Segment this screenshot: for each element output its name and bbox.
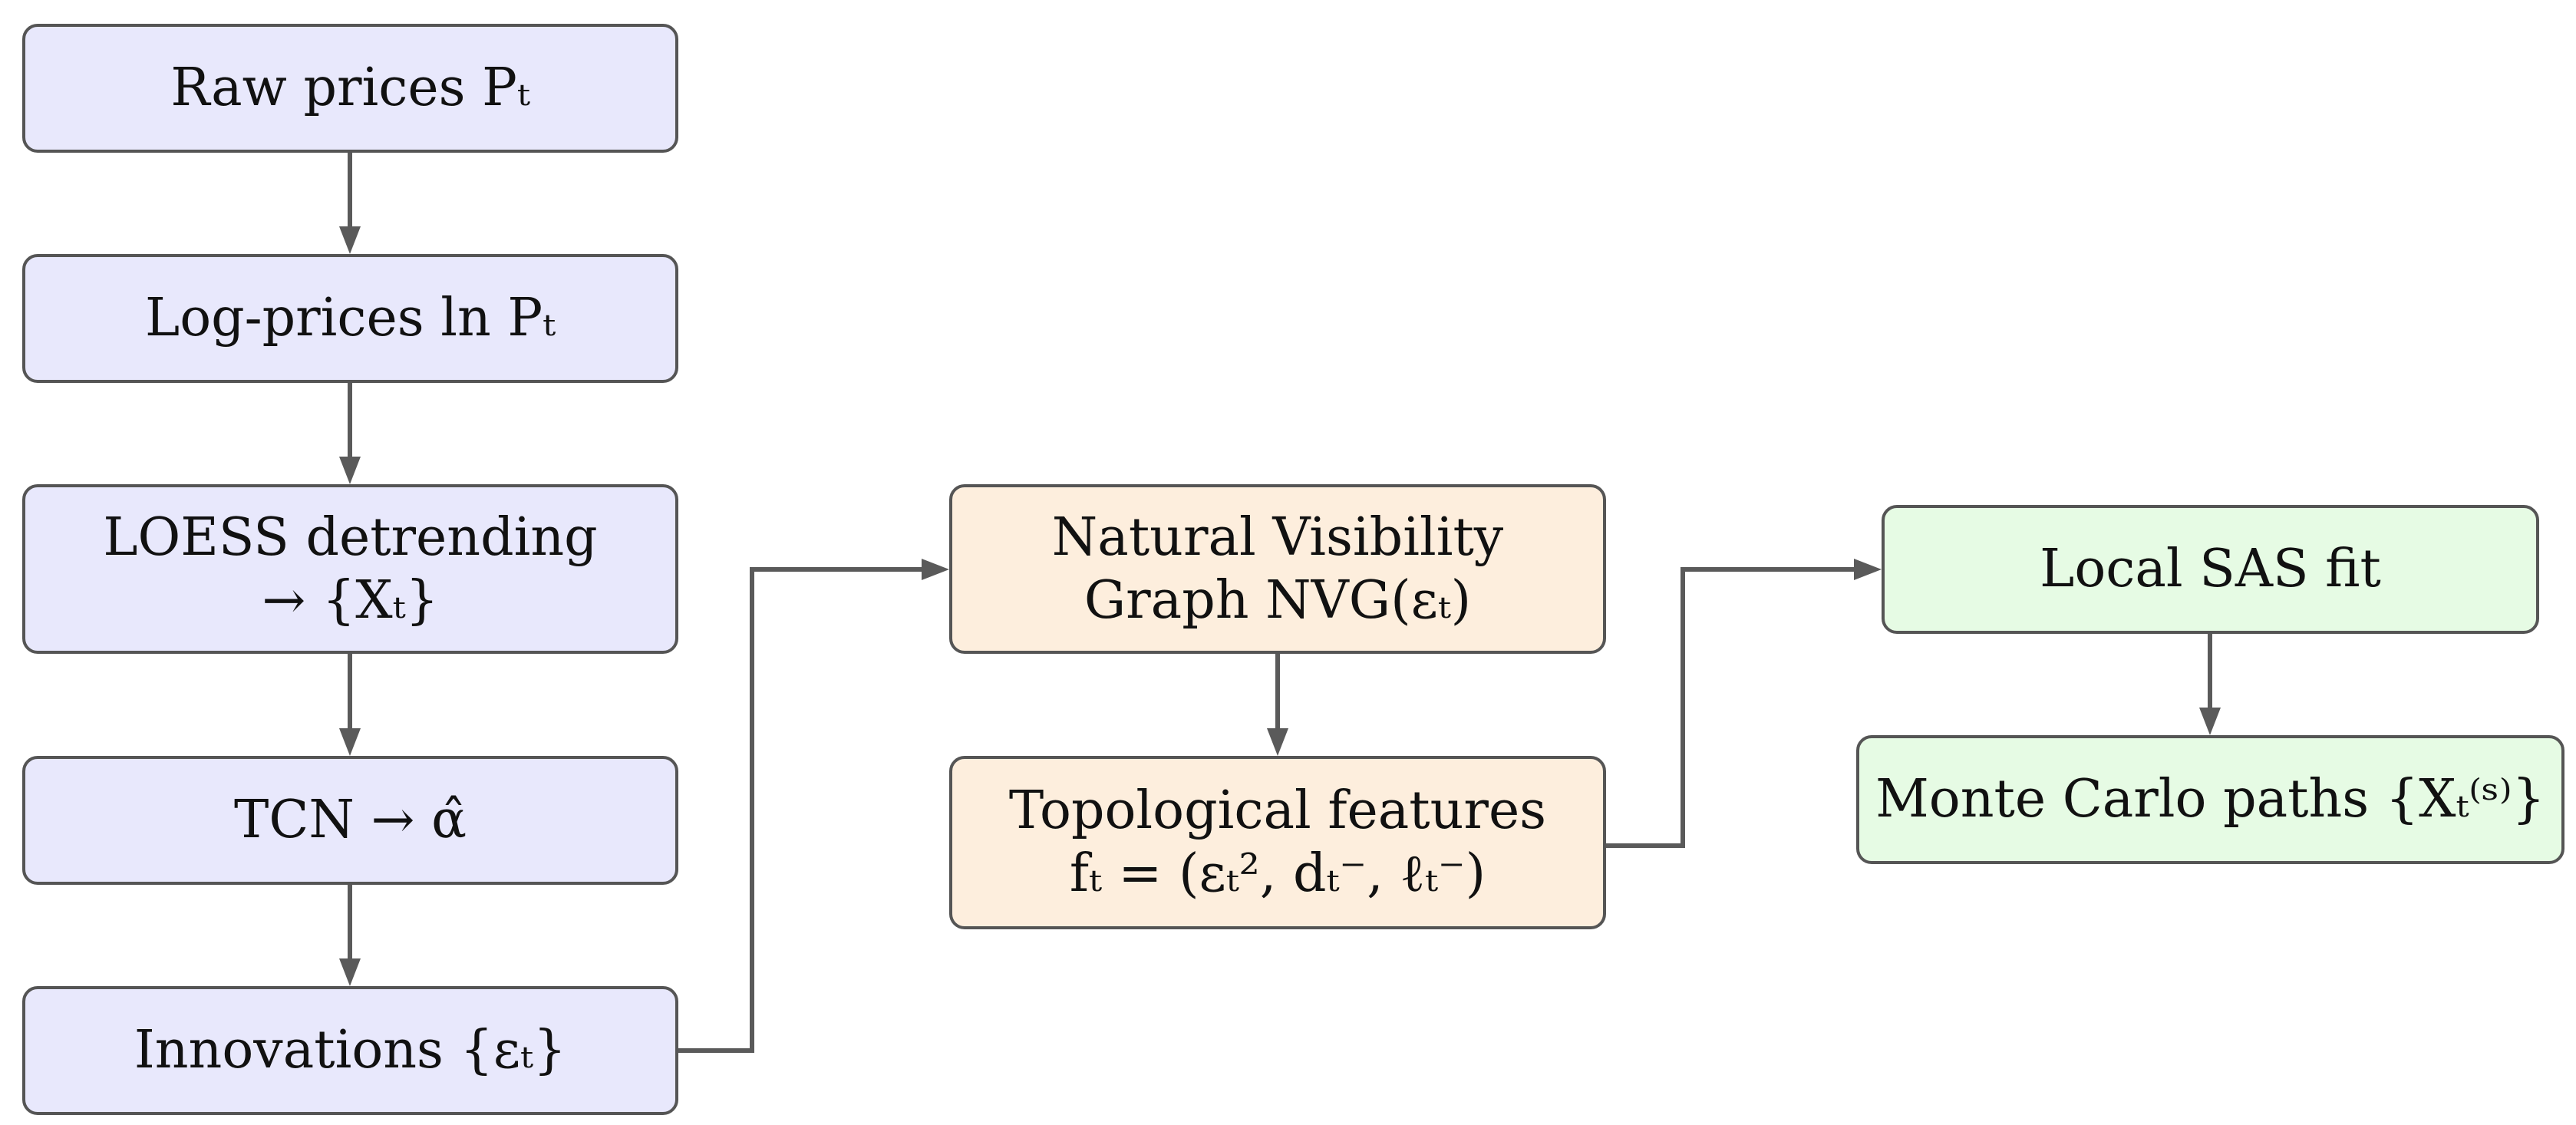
node-topo-line-1: Topological features <box>1008 780 1547 842</box>
node-log-prices: Log-prices ln Pₜ <box>22 254 678 383</box>
node-natural-visibility-graph: Natural Visibility Graph NVG(εₜ) <box>949 484 1606 654</box>
arrowhead-loess-to-tcn <box>339 728 361 756</box>
node-innovations: Innovations {εₜ} <box>22 986 678 1115</box>
node-topo-line-2: fₜ = (εₜ², dₜ⁻, ℓₜ⁻) <box>1069 843 1486 904</box>
arrowhead-nvg-to-topo <box>1267 728 1288 756</box>
node-monte-carlo-line-1: Monte Carlo paths {Xₜ⁽ˢ⁾} <box>1875 769 2545 830</box>
node-topological-features: Topological features fₜ = (εₜ², dₜ⁻, ℓₜ⁻… <box>949 756 1606 929</box>
arrowhead-topo-to-sas <box>1854 559 1882 580</box>
node-loess-detrending: LOESS detrending → {Xₜ} <box>22 484 678 654</box>
node-raw-prices: Raw prices Pₜ <box>22 24 678 153</box>
arrowhead-innovations-to-nvg <box>922 559 949 580</box>
node-nvg-line-2: Graph NVG(εₜ) <box>1084 569 1472 631</box>
arrowhead-log-to-loess <box>339 457 361 484</box>
node-log-prices-line-1: Log-prices ln Pₜ <box>145 288 556 349</box>
node-loess-line-2: → {Xₜ} <box>262 569 439 631</box>
node-raw-prices-line-1: Raw prices Pₜ <box>170 58 530 119</box>
node-local-sas-fit: Local SAS fit <box>1882 505 2539 634</box>
node-loess-line-1: LOESS detrending <box>103 506 598 568</box>
edge-innovations-to-nvg <box>678 567 942 1053</box>
arrowhead-raw-to-log <box>339 226 361 254</box>
node-monte-carlo-paths: Monte Carlo paths {Xₜ⁽ˢ⁾} <box>1856 735 2564 864</box>
arrowhead-tcn-to-innovations <box>339 958 361 986</box>
node-tcn-line-1: TCN → α̂ <box>233 790 467 851</box>
node-sas-line-1: Local SAS fit <box>2040 539 2381 600</box>
arrowhead-sas-to-montecarlo <box>2199 708 2221 735</box>
edge-topo-to-sas <box>1606 567 1874 848</box>
node-innovations-line-1: Innovations {εₜ} <box>134 1020 567 1081</box>
node-tcn: TCN → α̂ <box>22 756 678 885</box>
node-nvg-line-1: Natural Visibility <box>1051 506 1504 568</box>
